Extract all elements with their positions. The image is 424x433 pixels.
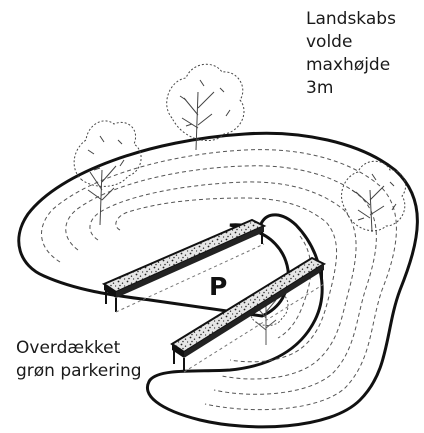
green-parking-label: Overdækket grøn parkering [16,337,142,383]
parking-symbol: P [209,272,227,301]
berm-height-label: Landskabs volde maxhøjde 3m [306,8,396,100]
green-roof-icon [172,258,324,372]
